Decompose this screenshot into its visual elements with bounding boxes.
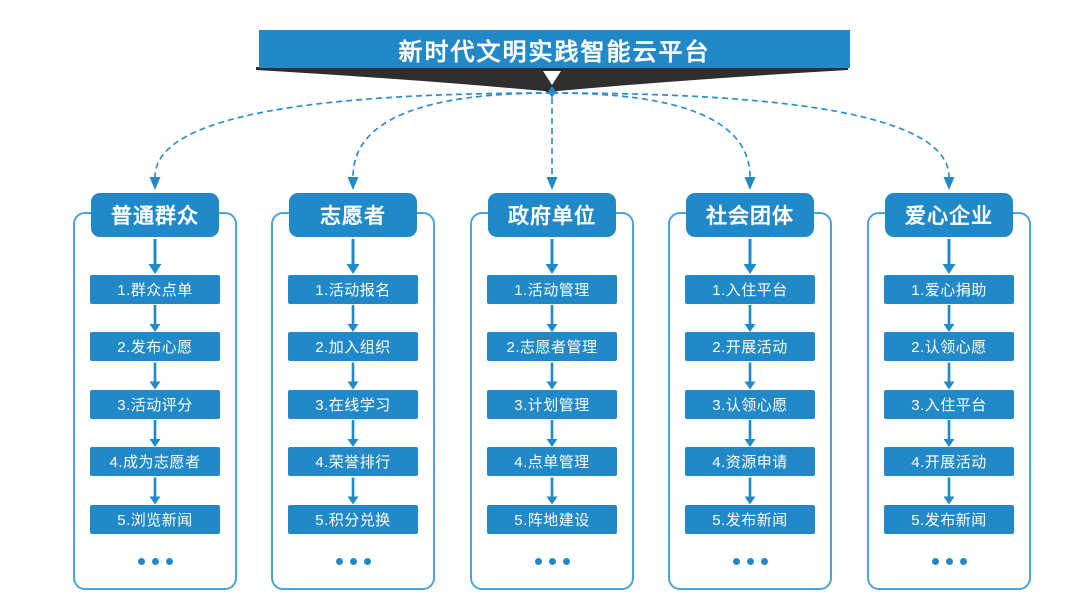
arrowhead-icon <box>744 177 756 190</box>
flow-step: 3.认领心愿 <box>685 390 815 419</box>
arrowhead-icon <box>546 496 558 505</box>
arrowhead-icon <box>743 264 757 274</box>
flow-step: 5.发布新闻 <box>685 505 815 534</box>
fan-origin-dot <box>548 86 556 98</box>
connector-line <box>154 92 553 178</box>
arrowhead-icon <box>943 177 955 190</box>
platform-title: 新时代文明实践智能云平台 <box>398 38 711 66</box>
arrowhead-icon <box>546 177 558 190</box>
flow-step: 3.入住平台 <box>884 390 1014 419</box>
flow-step: 5.发布新闻 <box>884 505 1014 534</box>
arrowhead-icon <box>943 324 955 332</box>
connector-line <box>551 92 751 178</box>
arrowhead-icon <box>149 324 161 332</box>
arrowhead-icon <box>149 381 161 390</box>
flow-step: 1.入住平台 <box>685 275 815 304</box>
flow-step: 2.发布心愿 <box>90 332 220 361</box>
flow-step: 1.群众点单 <box>90 275 220 304</box>
arrowhead-icon <box>347 177 359 190</box>
flow-step: 2.开展活动 <box>685 332 815 361</box>
arrowhead-icon <box>943 439 955 447</box>
arrowhead-icon <box>346 264 360 274</box>
more-steps-ellipsis-icon <box>867 552 1031 570</box>
arrowhead-icon <box>943 381 955 390</box>
arrowhead-icon <box>744 381 756 390</box>
flow-step: 5.阵地建设 <box>487 505 617 534</box>
column-header: 普通群众 <box>91 193 219 237</box>
flow-step: 2.志愿者管理 <box>487 332 617 361</box>
column-header: 社会团体 <box>686 193 814 237</box>
column-header: 政府单位 <box>488 193 616 237</box>
arrowhead-icon <box>545 264 559 274</box>
flow-step: 5.积分兑换 <box>288 505 418 534</box>
arrowhead-icon <box>943 496 955 505</box>
arrowhead-icon <box>149 496 161 505</box>
flow-step: 1.活动管理 <box>487 275 617 304</box>
column-header: 志愿者 <box>289 193 417 237</box>
flow-step: 1.活动报名 <box>288 275 418 304</box>
more-steps-ellipsis-icon <box>668 552 832 570</box>
arrowhead-icon <box>744 496 756 505</box>
arrowhead-icon <box>347 381 359 390</box>
flow-step: 1.爱心捐助 <box>884 275 1014 304</box>
arrowhead-icon <box>148 264 162 274</box>
column-header: 爱心企业 <box>885 193 1013 237</box>
arrowhead-icon <box>942 264 956 274</box>
arrowhead-icon <box>546 324 558 332</box>
column-public-masses: 普通群众 1.群众点单 2.发布心愿 3.活动评分 4.成为志愿者 5.浏览新闻 <box>73 186 237 590</box>
flow-step: 3.计划管理 <box>487 390 617 419</box>
flow-step: 4.点单管理 <box>487 447 617 476</box>
arrowhead-icon <box>149 177 161 190</box>
arrowhead-icon <box>546 381 558 390</box>
flow-step: 2.加入组织 <box>288 332 418 361</box>
arrowhead-icon <box>347 324 359 332</box>
arrowhead-icon <box>347 496 359 505</box>
more-steps-ellipsis-icon <box>271 552 435 570</box>
more-steps-ellipsis-icon <box>470 552 634 570</box>
connector-line <box>551 92 950 178</box>
arrowhead-icon <box>347 439 359 447</box>
flow-step: 5.浏览新闻 <box>90 505 220 534</box>
flow-step: 4.开展活动 <box>884 447 1014 476</box>
arrowhead-icon <box>149 439 161 447</box>
flow-step: 4.资源申请 <box>685 447 815 476</box>
arrowhead-icon <box>744 324 756 332</box>
connector-line <box>352 92 553 178</box>
column-social-organizations: 社会团体 1.入住平台 2.开展活动 3.认领心愿 4.资源申请 5.发布新闻 <box>668 186 832 590</box>
flow-step: 3.活动评分 <box>90 390 220 419</box>
flow-step: 2.认领心愿 <box>884 332 1014 361</box>
column-volunteers: 志愿者 1.活动报名 2.加入组织 3.在线学习 4.荣誉排行 5.积分兑换 <box>271 186 435 590</box>
flow-step: 4.荣誉排行 <box>288 447 418 476</box>
platform-title-banner: 新时代文明实践智能云平台 <box>259 30 850 68</box>
more-steps-ellipsis-icon <box>73 552 237 570</box>
flow-step: 4.成为志愿者 <box>90 447 220 476</box>
flow-step: 3.在线学习 <box>288 390 418 419</box>
column-government-units: 政府单位 1.活动管理 2.志愿者管理 3.计划管理 4.点单管理 5.阵地建设 <box>470 186 634 590</box>
arrowhead-icon <box>546 439 558 447</box>
arrowhead-icon <box>744 439 756 447</box>
ribbon-down-arrow-icon <box>543 71 561 85</box>
column-caring-enterprises: 爱心企业 1.爱心捐助 2.认领心愿 3.入住平台 4.开展活动 5.发布新闻 <box>867 186 1031 590</box>
